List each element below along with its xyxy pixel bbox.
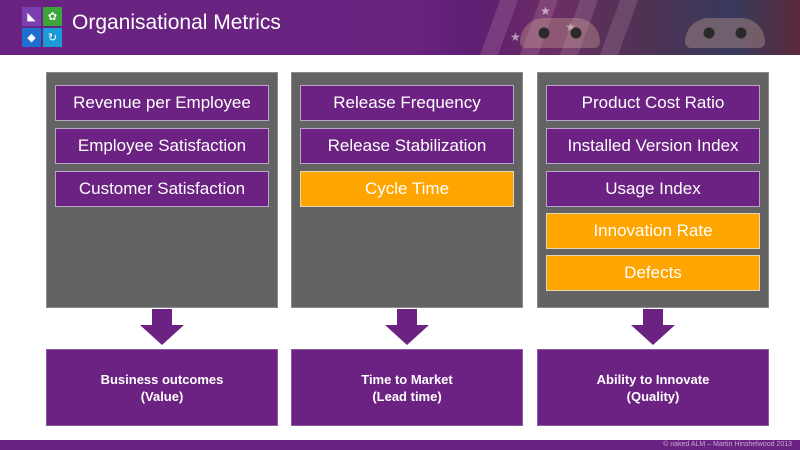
metrics-panel-quality: Product Cost Ratio Installed Version Ind… — [537, 72, 769, 308]
outcome-title: Business outcomes — [100, 371, 224, 387]
metric-release-frequency: Release Frequency — [300, 85, 514, 121]
arrow-down-icon — [631, 309, 675, 345]
metrics-panel-lead-time: Release Frequency Release Stabilization … — [291, 72, 523, 308]
team-collab-icon: ✿ — [43, 7, 62, 26]
outcome-title: Time to Market — [361, 371, 453, 387]
arrow-down-icon — [385, 309, 429, 345]
metric-release-stabilization: Release Stabilization — [300, 128, 514, 164]
metric-employee-satisfaction: Employee Satisfaction — [55, 128, 269, 164]
metric-customer-satisfaction: Customer Satisfaction — [55, 171, 269, 207]
outcome-title: Ability to Innovate — [596, 371, 710, 387]
outcome-subtitle: (Quality) — [626, 388, 680, 404]
visual-studio-icon: ◣ — [22, 7, 41, 26]
outcome-ability-to-innovate: Ability to Innovate (Quality) — [537, 349, 769, 426]
outcome-time-to-market: Time to Market (Lead time) — [291, 349, 523, 426]
metric-revenue-per-employee: Revenue per Employee — [55, 85, 269, 121]
outcome-subtitle: (Lead time) — [372, 388, 442, 404]
metric-innovation-rate: Innovation Rate — [546, 213, 760, 249]
footer-bar: © naked ALM – Martin Hinshelwood 2013 — [0, 440, 800, 450]
copyright-text: © naked ALM – Martin Hinshelwood 2013 — [663, 441, 792, 448]
metric-installed-version-index: Installed Version Index — [546, 128, 760, 164]
arrow-down-icon — [140, 309, 184, 345]
refresh-cycle-icon: ↻ — [43, 28, 62, 47]
metric-usage-index: Usage Index — [546, 171, 760, 207]
metrics-panel-value: Revenue per Employee Employee Satisfacti… — [46, 72, 278, 308]
metric-cycle-time: Cycle Time — [300, 171, 514, 207]
app-logo: ◣ ✿ ◆ ↻ — [22, 7, 62, 47]
app-insights-icon: ◆ — [22, 28, 41, 47]
outcome-business-outcomes: Business outcomes (Value) — [46, 349, 278, 426]
header-banner-image: ★ ★ ★ — [470, 0, 800, 55]
page-title: Organisational Metrics — [72, 11, 281, 34]
outcome-subtitle: (Value) — [140, 388, 184, 404]
metric-product-cost-ratio: Product Cost Ratio — [546, 85, 760, 121]
metric-defects: Defects — [546, 255, 760, 291]
header-bar: ★ ★ ★ ◣ ✿ ◆ ↻ Organisational Metrics — [0, 0, 800, 55]
